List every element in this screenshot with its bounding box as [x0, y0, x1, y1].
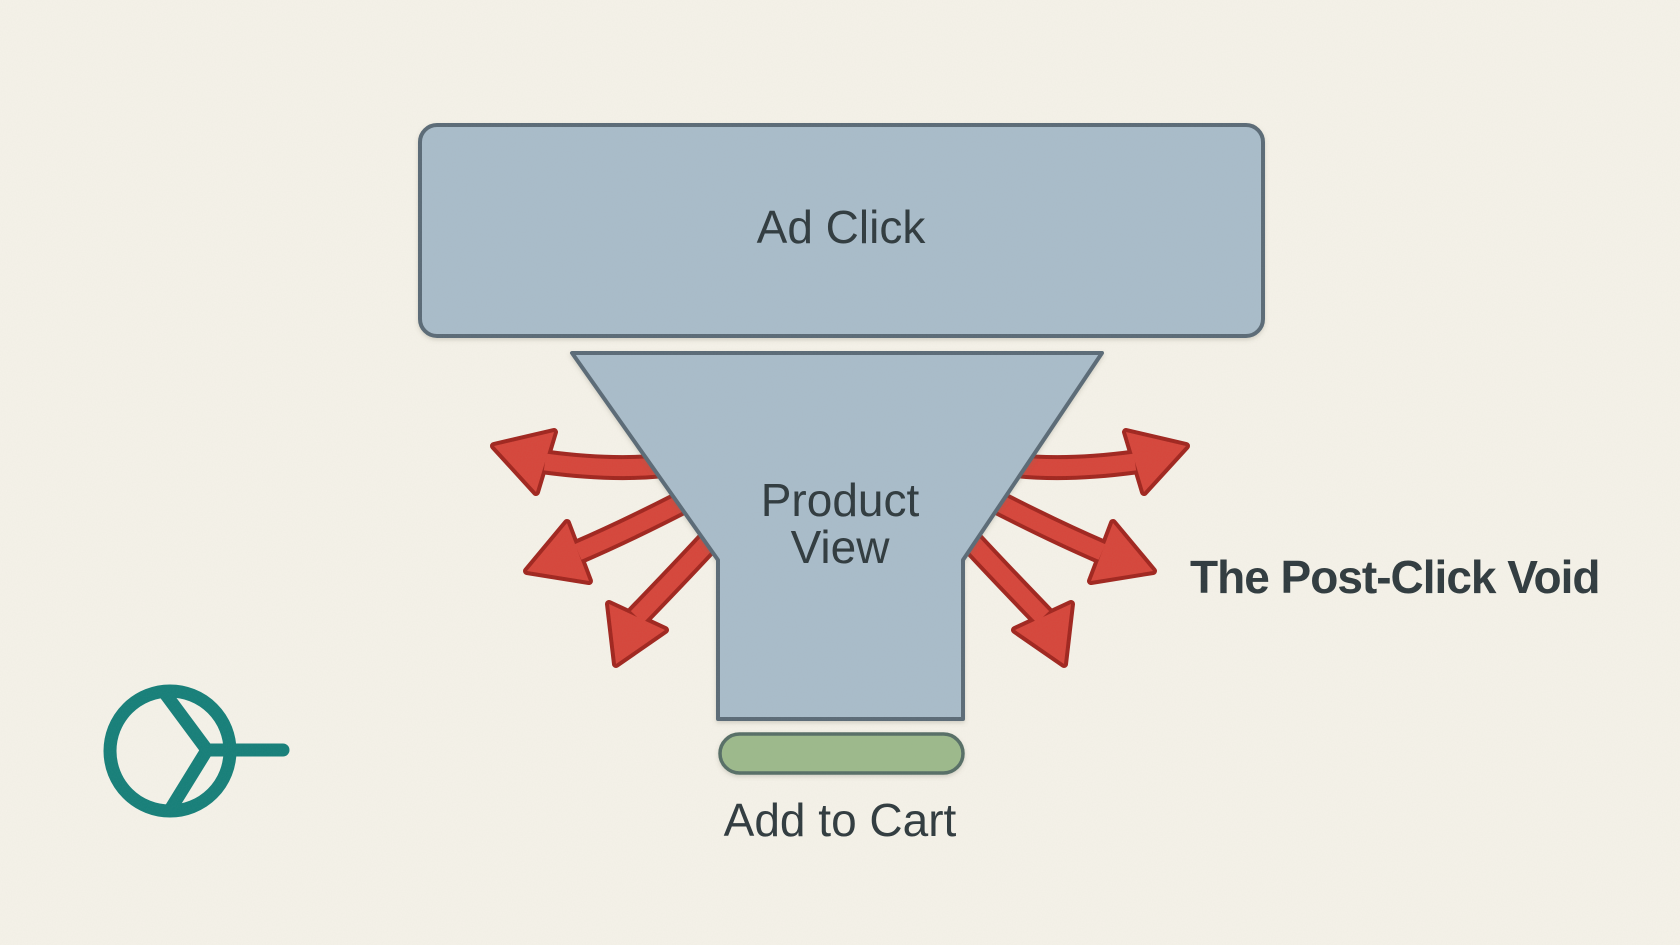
funnel-diagram: Ad Click Product View Add to Cart The Po…	[0, 0, 1680, 945]
funnel-diagram-canvas: Ad Click Product View Add to Cart The Po…	[0, 0, 1680, 945]
paper-texture-overlay	[0, 0, 1680, 945]
